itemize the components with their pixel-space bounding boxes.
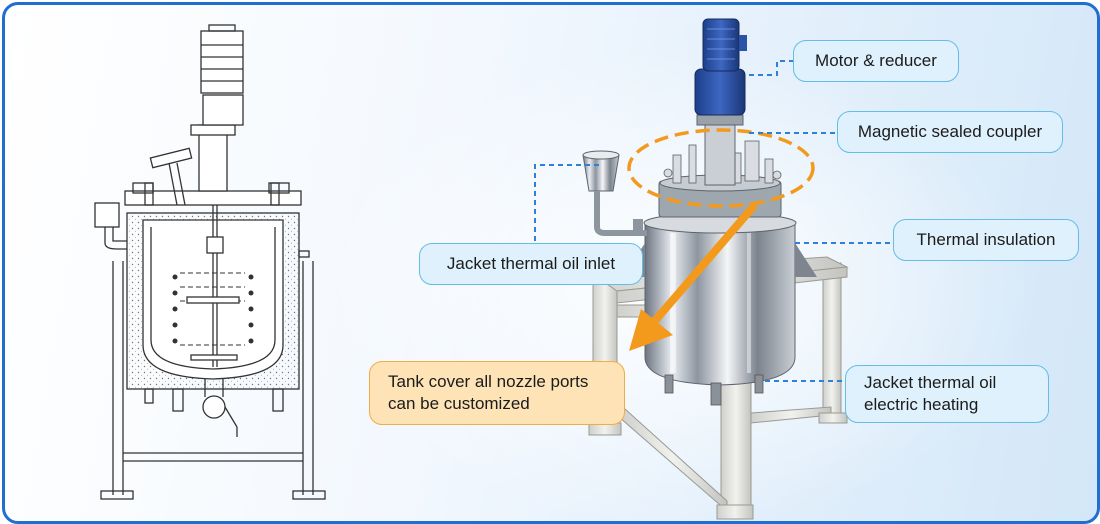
highlight-arrow-icon — [629, 203, 757, 351]
highlight-ellipse — [627, 128, 815, 208]
leader-lines — [534, 60, 893, 382]
callout-heating-line1: Jacket thermal oil — [864, 373, 997, 392]
callout-oil-inlet: Jacket thermal oil inlet — [419, 243, 643, 285]
callout-coupler-label: Magnetic sealed coupler — [857, 122, 1043, 141]
callout-cover-nozzles: Tank cover all nozzle ports can be custo… — [369, 361, 625, 425]
callout-cover-line2: can be customized — [388, 394, 530, 413]
artwork-layer — [94, 18, 893, 520]
callout-heating-line2: electric heating — [864, 395, 979, 414]
callout-motor-reducer: Motor & reducer — [793, 40, 959, 82]
callout-electric-heating: Jacket thermal oil electric heating — [845, 365, 1049, 423]
callout-magnetic-coupler: Magnetic sealed coupler — [837, 111, 1063, 153]
callout-insulation-label: Thermal insulation — [916, 230, 1056, 249]
callout-cover-line1: Tank cover all nozzle ports — [388, 372, 589, 391]
callout-thermal-insulation: Thermal insulation — [893, 219, 1079, 261]
callout-inlet-label: Jacket thermal oil inlet — [446, 254, 616, 273]
schematic-drawing-icon — [94, 24, 326, 500]
callout-motor-label: Motor & reducer — [815, 51, 937, 70]
